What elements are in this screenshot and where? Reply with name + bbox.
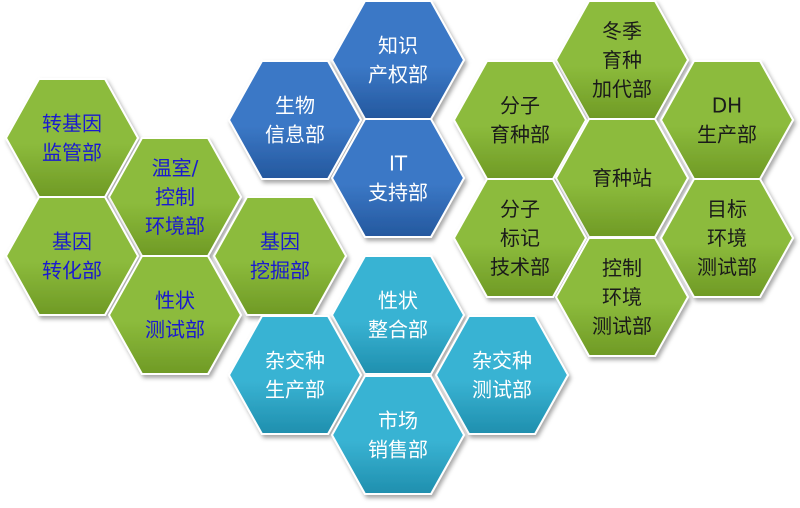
hexagon-shape (659, 178, 795, 298)
hexagon-label-line: 性状 (155, 289, 195, 313)
hexagon-label-line: IT (389, 152, 408, 176)
hexagon-label-line: 销售部 (368, 438, 428, 462)
hexagon-label-line: 测试部 (697, 255, 757, 279)
hexagon-label-line: 转化部 (42, 259, 102, 283)
hexagon-label-line: 转基因 (42, 112, 102, 136)
hexagon-shape (107, 255, 243, 375)
hexagon-label-line: 基因 (52, 230, 92, 254)
hexagon-label-line: 杂交种 (472, 349, 532, 373)
hexagon-label-line: 性状 (378, 289, 418, 313)
hexagon-label-line: 分子 (500, 94, 540, 118)
hexagon-shape (554, 237, 690, 357)
hexagon-label-line: 环境部 (145, 214, 205, 238)
hexagon-label-line: 标记 (500, 226, 540, 250)
hexagon-label-line: 环境 (602, 285, 642, 309)
breeding-cluster: 冬季育种加代部分子育种部DH生产部育种站分子标记技术部目标环境测试部控制环境测试… (452, 0, 795, 357)
hexagon-label-line: 环境 (707, 226, 747, 250)
hexagon-label-line: 测试部 (472, 378, 532, 402)
hexagon-label-line: 育种部 (490, 123, 550, 147)
hexagon-label-line: 技术部 (490, 255, 550, 279)
hexagon-label-line: 基因 (260, 230, 300, 254)
hexagon-shape (227, 315, 363, 435)
hexagon-label-line: 育种 (602, 48, 642, 72)
hexagon-label-line: 市场 (378, 409, 418, 433)
hexagon-label-line: 产权部 (368, 63, 428, 87)
hexagon-label-line: 育种站 (592, 166, 652, 190)
hexagon-育种站: 育种站 (554, 118, 690, 238)
hexagon-label-line: 冬季 (602, 19, 642, 43)
hexagon-label-line: 挖掘部 (250, 259, 310, 283)
hexagon-label-line: 监管部 (42, 141, 102, 165)
hexagon-shape (330, 0, 466, 120)
hexagon-label-line: 目标 (707, 197, 747, 221)
hexagon-shape (452, 178, 588, 298)
hexagon-label-line: 加代部 (592, 77, 652, 101)
hexagon-label-line: 整合部 (368, 318, 428, 342)
hexagon-label-line: 生产部 (265, 378, 325, 402)
hexagon-shape (330, 118, 466, 238)
hexagon-label-line: 控制 (155, 185, 195, 209)
hexagon-shape (434, 315, 570, 435)
hexagon-IT支持部: IT 支持部 (330, 118, 466, 238)
hexagon-shape (227, 60, 363, 180)
hexagon-label-line: 控制 (602, 256, 642, 280)
hexagon-shape (212, 196, 348, 316)
hexagon-DH生产部: DH 生产部 (659, 60, 795, 180)
hexagon-shape (330, 375, 466, 495)
hexagon-label-line: 生物 (275, 94, 315, 118)
hexagon-label-line: 杂交种 (265, 349, 325, 373)
hexagon-label-line: 温室/ (152, 156, 199, 180)
hexagon-label-line: 信息部 (265, 123, 325, 147)
hexagon-label-line: 测试部 (592, 314, 652, 338)
hexagon-shape (659, 60, 795, 180)
hexagon-label-line: 支持部 (368, 181, 428, 205)
hexagon-shape (4, 196, 140, 316)
hexagon-label-line: 分子 (500, 197, 540, 221)
hexagon-shape (330, 255, 466, 375)
hexagon-label-line: 知识 (378, 34, 418, 58)
hexagon-label-line: DH (712, 94, 742, 118)
hexagon-label-line: 生产部 (697, 123, 757, 147)
hexagon-label-line: 测试部 (145, 318, 205, 342)
